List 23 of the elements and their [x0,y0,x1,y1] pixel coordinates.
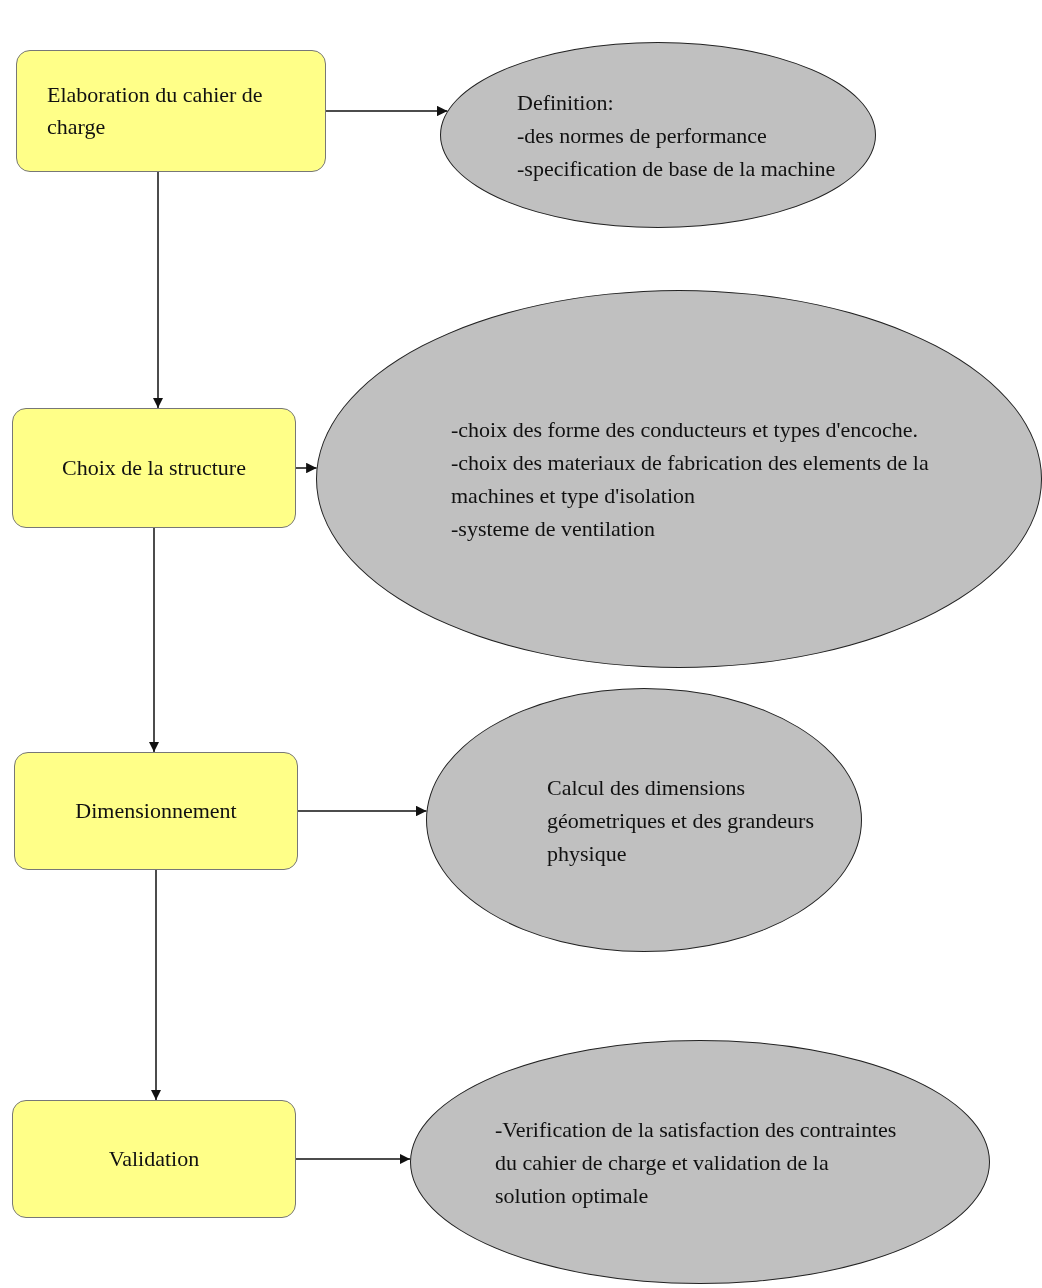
arrow [325,105,449,117]
note-text: -specification de base de la machine [517,154,837,183]
arrow [150,869,162,1101]
box-text: Choix de la structure [62,454,246,483]
process-box [12,408,296,528]
note-text: -Verification de la satisfaction des contraintes du cahier de charge et validation de la solution optimale [495,1115,898,1210]
process-box [16,50,326,172]
process-box [14,752,298,870]
box-text: Validation [108,1145,200,1174]
arrow [148,527,160,753]
process-box [12,1100,296,1218]
arrow [152,171,164,409]
note-text: Calcul des dimensions géometriques et des grandeurs physique [547,773,815,868]
note-text: -choix des materiaux de fabrication des elements de la machines et type d'isolation [451,449,930,510]
arrow [295,1153,411,1165]
note-text: -choix des forme des conducteurs et types d'encoche. [451,416,920,444]
arrow [295,462,318,474]
box-text: Dimensionnement [75,797,237,826]
box-text: Elaboration du cahier de charge [47,81,264,141]
note-text: -systeme de ventilation [451,515,657,543]
note-text: -des normes de performance [517,121,768,150]
arrow [297,805,428,817]
note-text: Definition: [517,88,615,117]
